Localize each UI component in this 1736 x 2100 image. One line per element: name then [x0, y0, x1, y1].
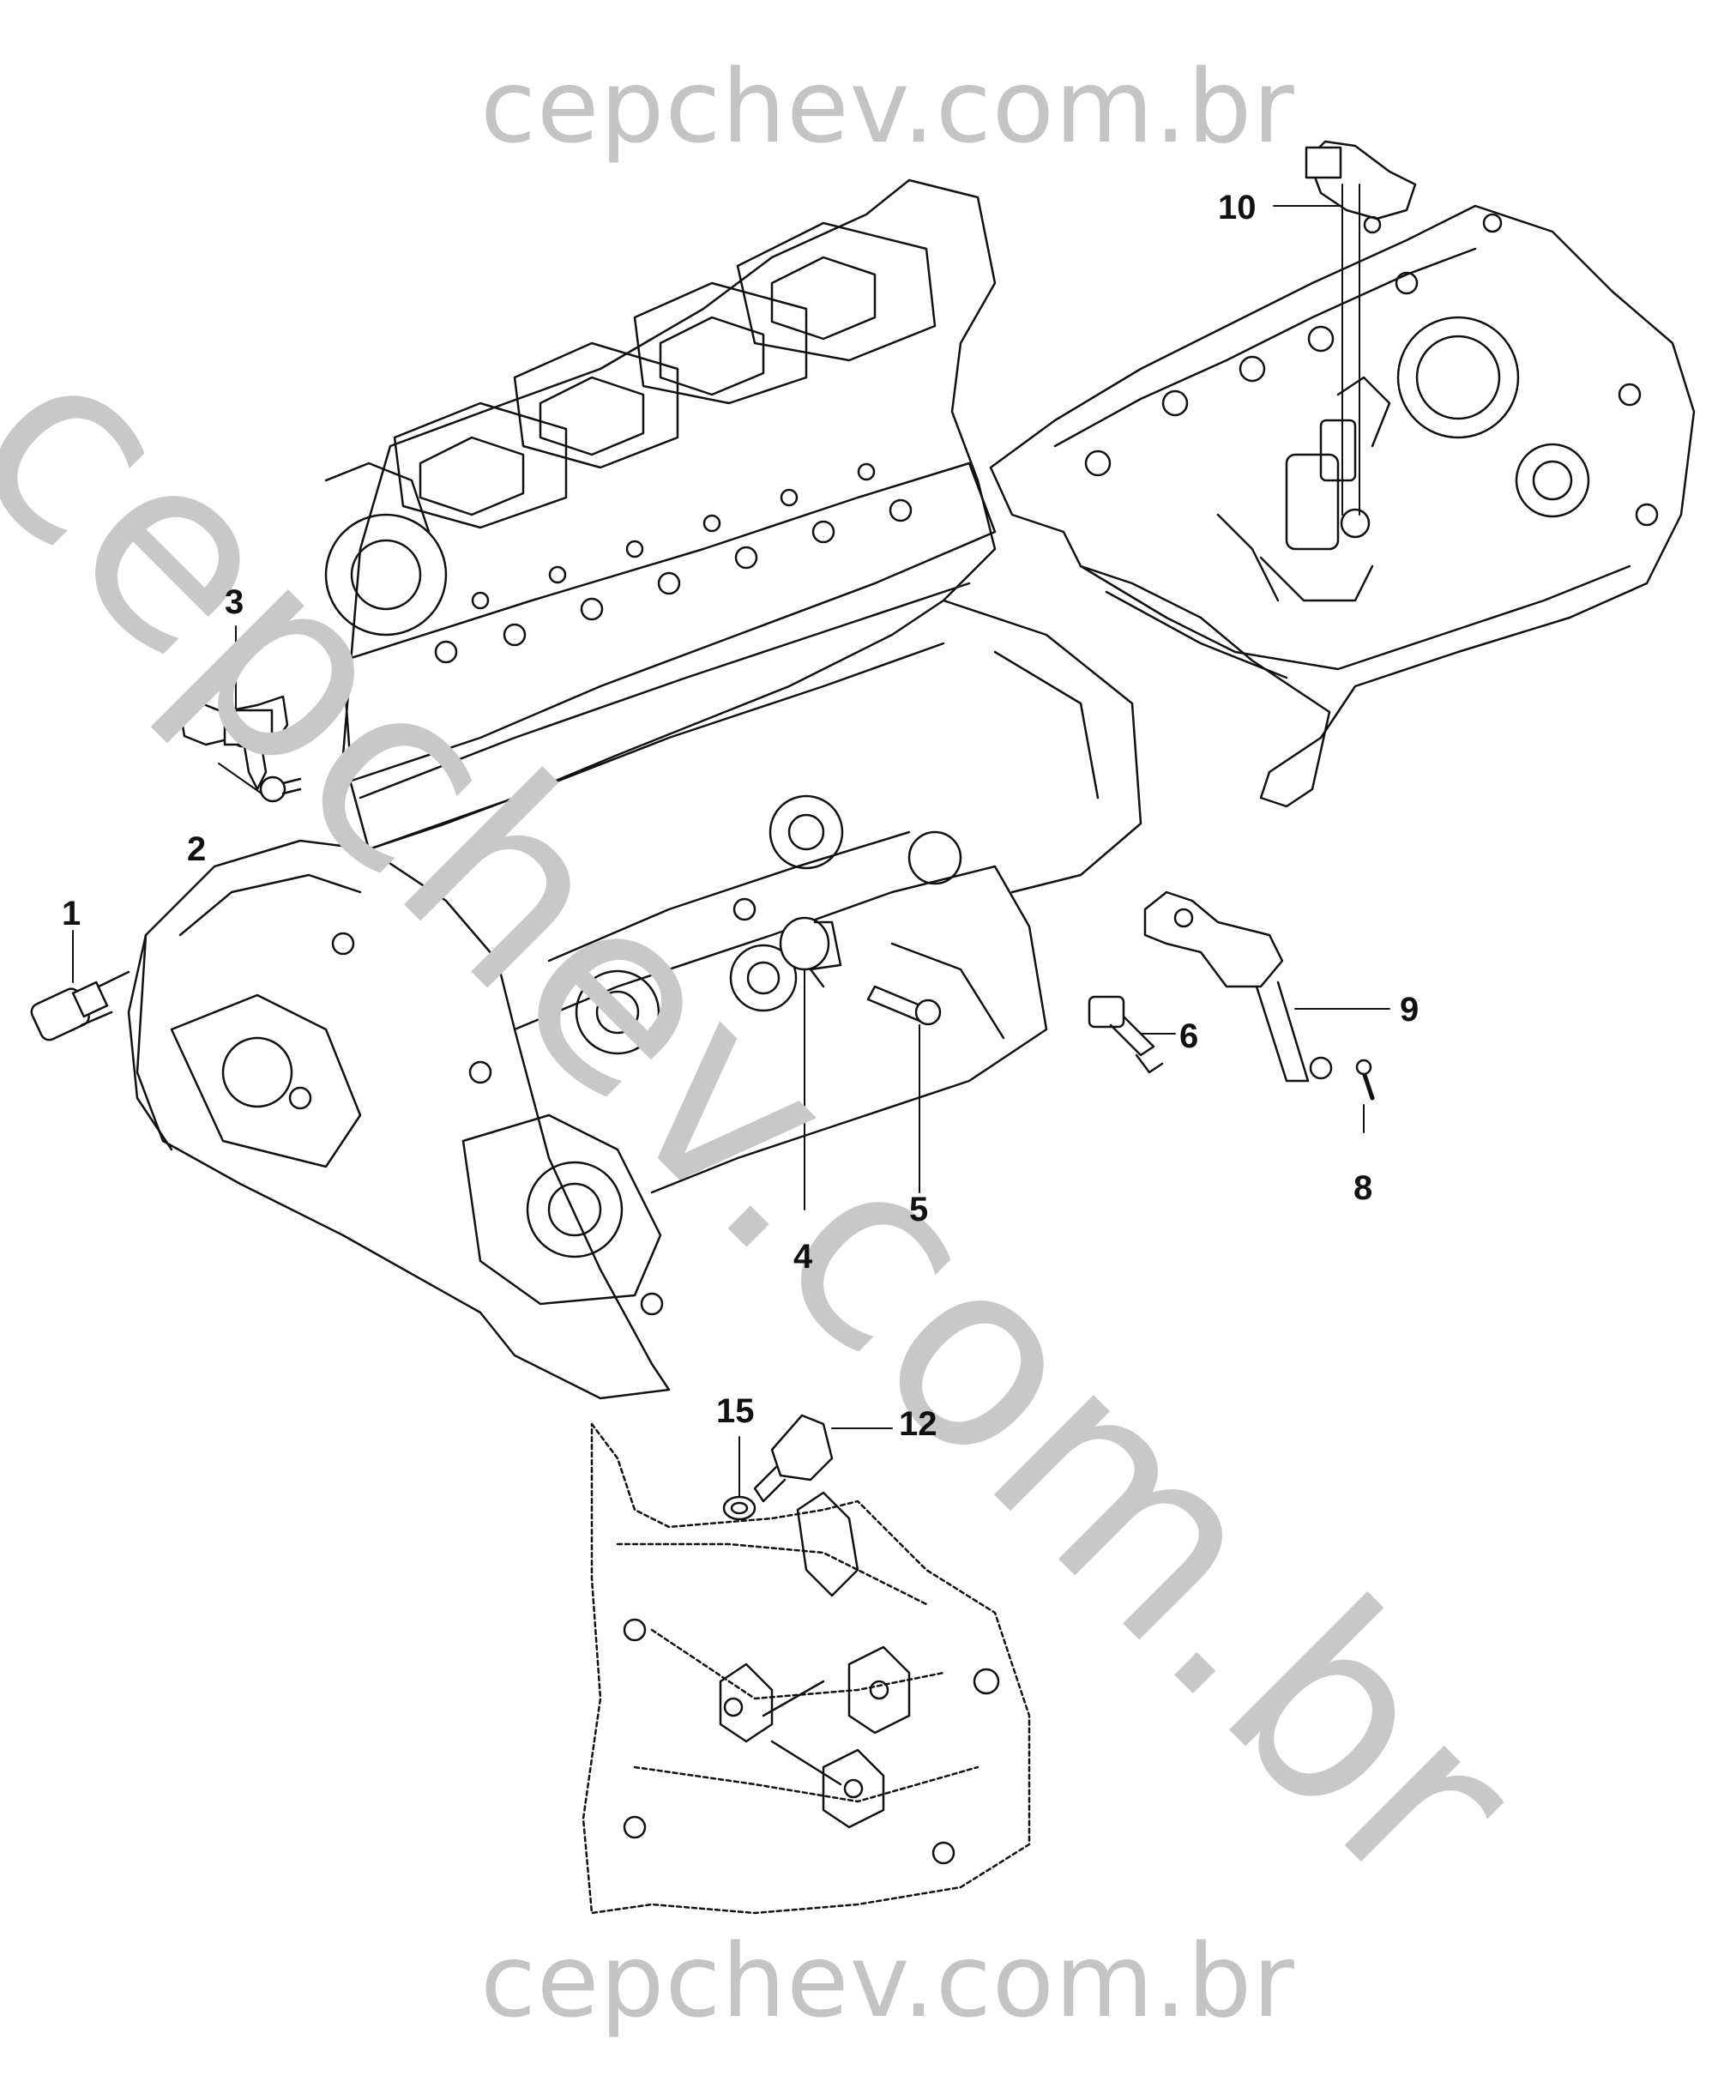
part-9-sensor [1143, 890, 1333, 1083]
part-8-bolt [1355, 1059, 1375, 1101]
leader-lines [72, 184, 1390, 1498]
callout-4: 4 [793, 1238, 813, 1276]
part-3-sensor [180, 695, 289, 791]
part-12-sensor [753, 1414, 834, 1503]
callout-8: 8 [1353, 1169, 1373, 1207]
part-4-sensor [732, 897, 842, 988]
watermark-bottom: cepchev.com.br [480, 1922, 1295, 2040]
part-1-sensor [30, 970, 130, 1041]
part-15-washer [722, 1495, 756, 1521]
transmission-details [623, 1491, 1000, 1865]
callout-5: 5 [909, 1191, 929, 1228]
watermark-top: cepchev.com.br [480, 47, 1295, 166]
part-5-bolt [866, 985, 942, 1026]
callout-6: 6 [1179, 1017, 1199, 1055]
transmission-case [582, 1422, 1031, 1915]
part-10-sensor [1305, 140, 1417, 234]
callout-9: 9 [1400, 991, 1420, 1029]
part-6-switch [1088, 995, 1164, 1074]
callout-10: 10 [1218, 189, 1257, 226]
callout-15: 15 [716, 1392, 755, 1430]
callout-12: 12 [899, 1405, 937, 1443]
engine-block [127, 178, 1142, 1400]
part-2-bolt [259, 775, 302, 803]
callout-3: 3 [225, 583, 244, 621]
callout-1: 1 [62, 895, 81, 932]
intake-manifold [989, 204, 1696, 808]
callout-2: 2 [187, 830, 207, 868]
